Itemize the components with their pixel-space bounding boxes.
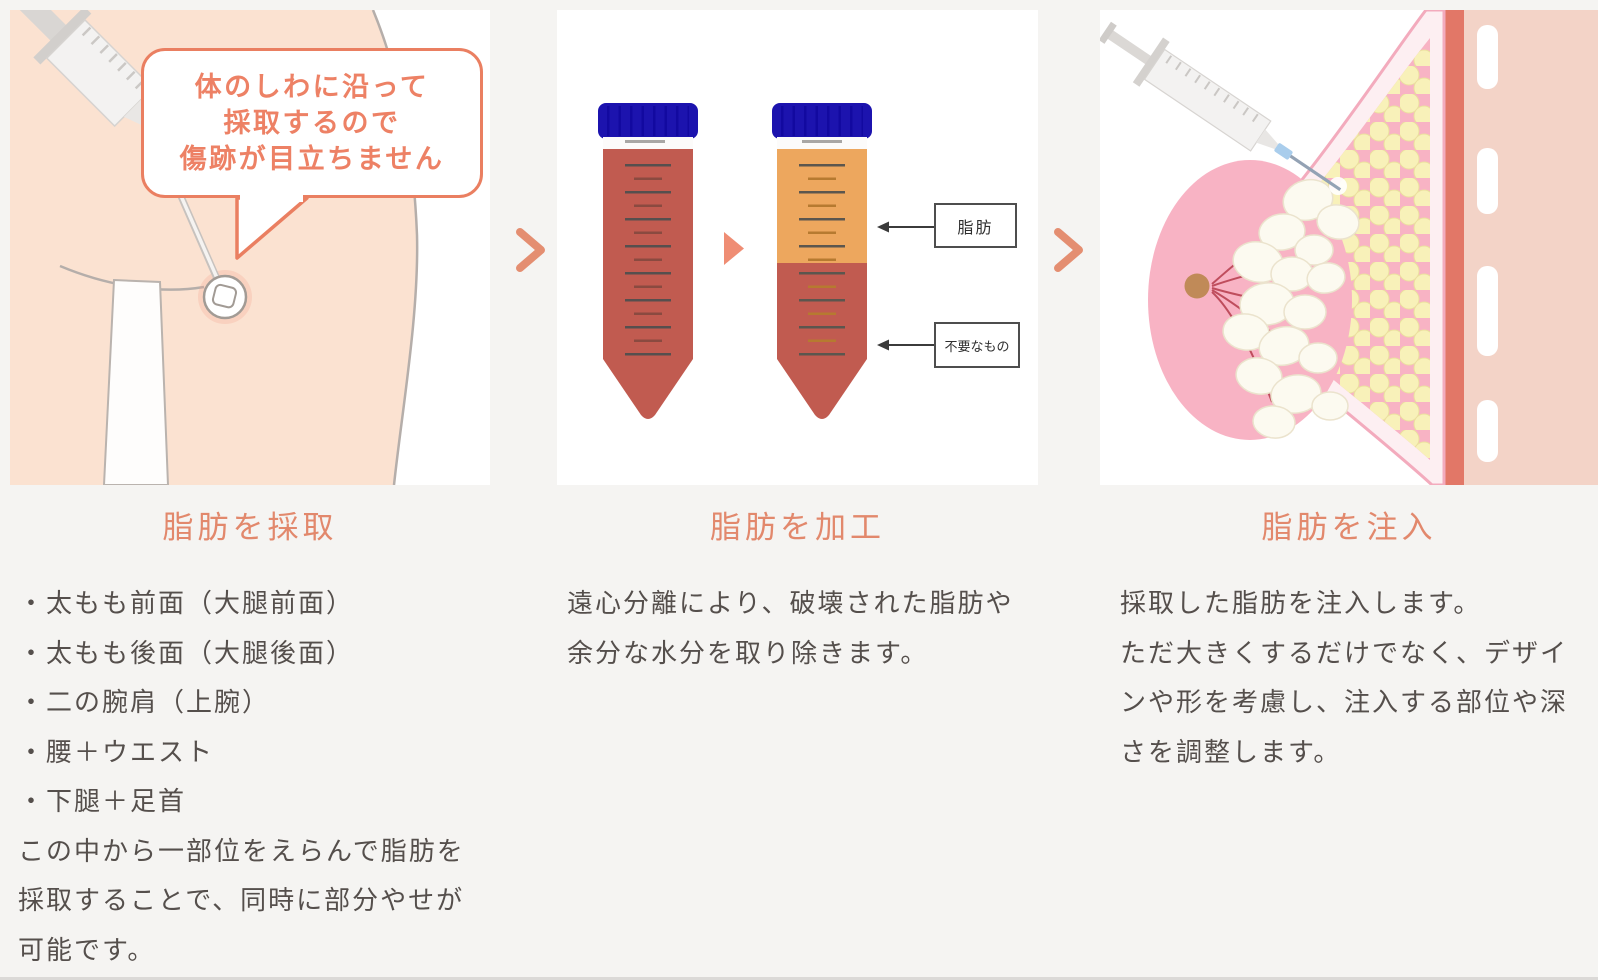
text-line: ンや形を考慮し、注入する部位や深 (1120, 687, 1569, 717)
step-text-harvest: ・太もも前面（大腿前面） ・太もも後面（大腿後面） ・二の腕肩（上腕） ・腰＋ウ… (10, 579, 494, 975)
text-line: ・二の腕肩（上腕） (18, 687, 271, 717)
text-line: ・腰＋ウエスト (18, 736, 215, 767)
waste-layer-label: 不要なもの (934, 322, 1020, 368)
text-line: 遠心分離により、破壊された脂肪や (567, 588, 1014, 618)
label-arrow-waste (877, 339, 934, 351)
text-line: 余分な水分を取り除きます。 (567, 637, 929, 668)
breast-illustration (1100, 10, 1598, 485)
centrifuge-illustration (598, 103, 934, 419)
label-arrow-fat (877, 221, 934, 233)
injection-illustration-panel (1100, 10, 1598, 485)
chevron-right-icon (1054, 228, 1083, 272)
text-line: さを調整します。 (1120, 736, 1342, 767)
text-line: ・下腿＋足首 (18, 786, 187, 816)
bubble-line: 体のしわに沿って (194, 72, 430, 102)
cloth-band (102, 278, 170, 485)
text-line: ・太もも前面（大腿前面） (18, 588, 355, 618)
step-text-process: 遠心分離により、破壊された脂肪や 余分な水分を取り除きます。 (557, 579, 1038, 678)
speech-bubble-tail (235, 194, 309, 260)
transform-arrow-icon (724, 232, 744, 265)
fat-layer-label: 脂肪 (934, 203, 1017, 248)
step-title-harvest: 脂肪を採取 (162, 510, 338, 545)
injection-puff (1329, 177, 1347, 195)
speech-bubble: 体のしわに沿って 採取するので 傷跡が目立ちません (141, 48, 483, 198)
incision-port (211, 283, 238, 309)
section-bottom-edge (0, 977, 1598, 980)
chest-wall (1442, 10, 1598, 485)
text-line: ・太もも後面（大腿後面） (18, 637, 355, 668)
chevron-right-icon (516, 228, 545, 272)
needle (1289, 154, 1342, 191)
step-title-process: 脂肪を加工 (710, 510, 885, 545)
text-line: この中から一部位をえらんで脂肪を (18, 835, 465, 866)
bubble-line: 傷跡が目立ちません (179, 144, 445, 174)
tube-after (772, 103, 872, 419)
tube-before (598, 103, 698, 419)
text-line: 採取することで、同時に部分やせが (18, 885, 465, 915)
rib-marks (1477, 25, 1498, 462)
step-text-inject: 採取した脂肪を注入します。 ただ大きくするだけでなく、デザイ ンや形を考慮し、注… (1100, 579, 1598, 777)
mammary-lobules (1222, 178, 1360, 439)
text-line: 可能です。 (18, 934, 156, 965)
text-line: 採取した脂肪を注入します。 (1120, 588, 1482, 618)
processing-illustration-panel: 脂肪 不要なもの (557, 10, 1038, 485)
step-title-inject: 脂肪を注入 (1261, 510, 1437, 545)
bubble-line: 採取するので (223, 108, 401, 138)
nipple (1184, 273, 1210, 299)
syringe-icon (1100, 21, 1342, 191)
breast-section (1148, 10, 1446, 485)
syringe-icon (12, 10, 154, 128)
text-line: ただ大きくするだけでなく、デザイ (1120, 637, 1569, 668)
harvest-illustration-panel: 体のしわに沿って 採取するので 傷跡が目立ちません (10, 10, 490, 485)
